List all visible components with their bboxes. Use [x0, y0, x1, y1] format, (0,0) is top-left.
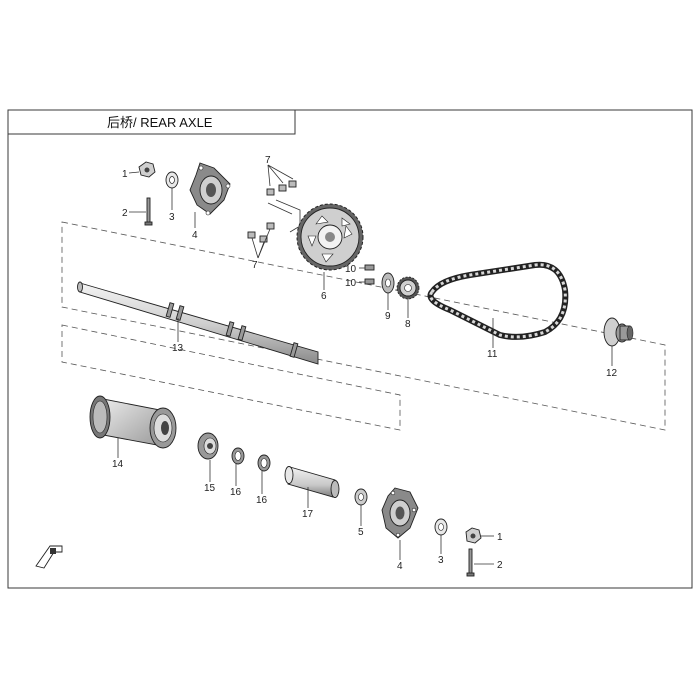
nut-part-1b — [465, 527, 482, 544]
label-part-11: 11 — [487, 349, 498, 360]
bolts-part-7 — [247, 180, 301, 243]
label-part-1-top: 1 — [122, 169, 128, 180]
label-part-14: 14 — [112, 459, 124, 470]
seal-part-16b — [257, 454, 271, 472]
spacer-tube-part-17 — [284, 466, 340, 498]
bolt-part-2a — [144, 197, 153, 226]
label-part-1-bottom: 1 — [497, 532, 503, 543]
flange-part-12 — [603, 317, 634, 347]
label-part-8: 8 — [405, 319, 411, 330]
hub-guide-box — [61, 324, 401, 431]
small-sprocket-part-8 — [396, 276, 420, 300]
label-part-7-top: 7 — [265, 155, 271, 166]
nut-part-1a — [138, 161, 156, 178]
bearing-cap-part-15 — [197, 432, 219, 460]
label-part-6: 6 — [321, 291, 327, 302]
label-part-3-bottom: 3 — [438, 555, 444, 566]
seal-part-16a — [231, 447, 245, 465]
label-part-5: 5 — [358, 527, 364, 538]
label-part-15: 15 — [204, 483, 216, 494]
shaft-guide-box — [61, 221, 666, 431]
bolt-part-2b — [466, 548, 475, 577]
label-part-3-top: 3 — [169, 212, 175, 223]
leader-lines — [117, 164, 613, 565]
label-part-10-lower: 10 — [345, 278, 357, 289]
label-part-12: 12 — [606, 368, 618, 379]
part-labels: 1 2 3 4 7 7 6 10 10 9 8 11 12 13 14 15 1… — [112, 155, 618, 572]
label-part-7-bottom: 7 — [252, 260, 258, 271]
hub-part-4a — [189, 162, 231, 216]
label-part-16-left: 16 — [230, 487, 242, 498]
label-part-2-bottom: 2 — [497, 560, 503, 571]
bolts-part-10 — [364, 264, 375, 285]
washer-part-3b — [434, 518, 448, 536]
washer-part-9 — [381, 272, 395, 294]
label-part-9: 9 — [385, 311, 391, 322]
bearing-housing-part-14 — [89, 395, 177, 449]
title-box — [7, 109, 296, 135]
axle-shaft-part-13 — [77, 281, 319, 365]
washer-part-3a — [165, 171, 179, 189]
outer-frame — [7, 109, 693, 589]
sprocket-part-6 — [296, 203, 364, 271]
label-part-2-top: 2 — [122, 208, 128, 219]
label-part-10-upper: 10 — [345, 264, 357, 275]
washer-part-5 — [354, 488, 368, 506]
hub-part-4b — [381, 487, 419, 539]
page-title: 后桥/ REAR AXLE — [107, 115, 213, 130]
direction-arrow-icon — [35, 545, 63, 569]
chain-part-11 — [427, 261, 569, 340]
label-part-16-right: 16 — [256, 495, 268, 506]
label-part-4-bottom: 4 — [397, 561, 403, 572]
label-part-13: 13 — [172, 343, 184, 354]
label-part-17: 17 — [302, 509, 314, 520]
label-part-4-top: 4 — [192, 230, 198, 241]
